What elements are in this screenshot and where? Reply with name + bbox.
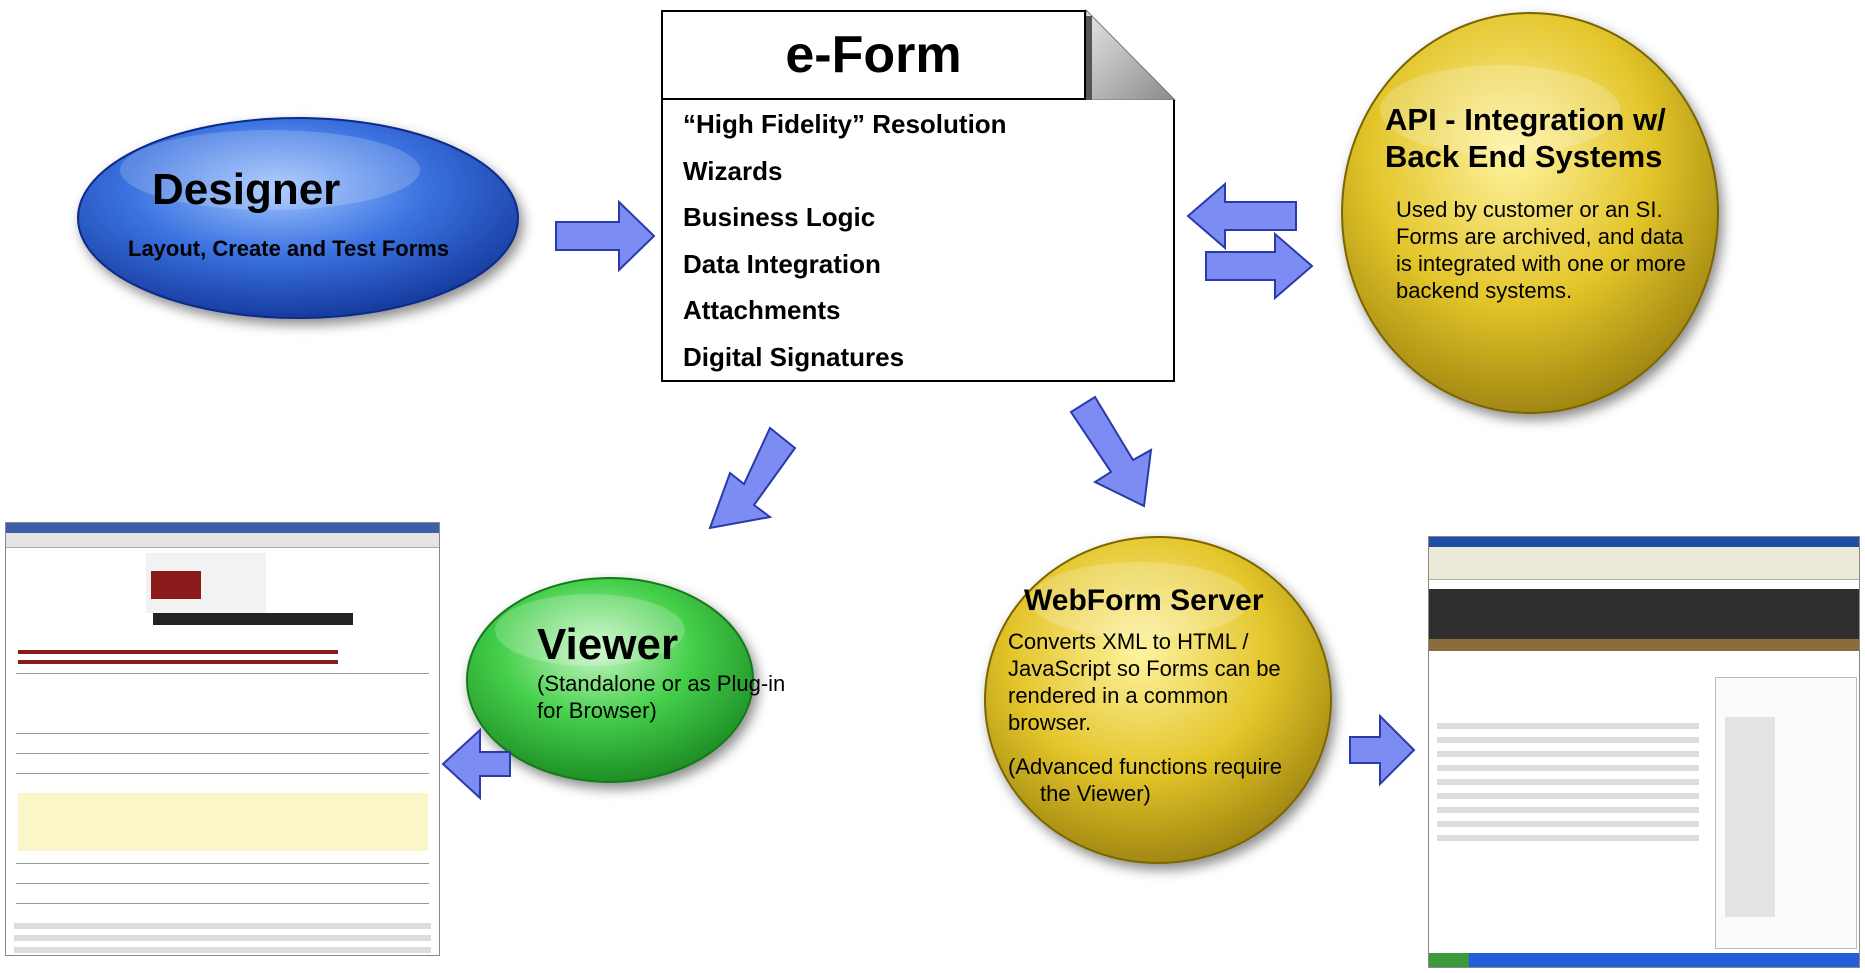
screenshot-taskbar (1429, 953, 1859, 967)
viewer-screenshot (5, 522, 440, 956)
api-title-line: API - Integration w/ (1385, 102, 1666, 137)
api-highlight (1380, 65, 1620, 155)
webform-description: Converts XML to HTML / JavaScript so For… (1008, 628, 1281, 736)
webform-title: WebForm Server (1024, 584, 1264, 617)
webform-description-line: rendered in a common (1008, 683, 1229, 708)
eform-title-box: e-Form (661, 10, 1086, 100)
webform-note-line: the Viewer) (1040, 781, 1151, 806)
api-circle (1341, 12, 1719, 414)
screenshot-titlebar (1429, 537, 1859, 547)
viewer-ellipse (466, 577, 754, 783)
webform-note-line: (Advanced functions require (1008, 754, 1282, 779)
arrow-api-to-eform (1186, 181, 1297, 251)
feature-item: Data Integration (683, 248, 881, 279)
arrow-webform-to-screenshot (1349, 713, 1416, 787)
screenshot-heading-bar (18, 650, 338, 654)
screenshot-app-header (1429, 589, 1859, 639)
arrow-eform-to-viewer (708, 426, 797, 530)
browser-screenshot (1428, 536, 1860, 968)
api-title: API - Integration w/ Back End Systems (1385, 101, 1666, 175)
eform-title: e-Form (785, 26, 962, 84)
screenshot-heading-bar (18, 660, 338, 664)
eform-feature-list: “High Fidelity” Resolution Wizards Busin… (683, 104, 1007, 383)
api-description: Used by customer or an SI. Forms are arc… (1396, 196, 1686, 304)
feature-item: Wizards (683, 155, 783, 186)
arrow-designer-to-eform (555, 199, 656, 273)
designer-highlight (120, 130, 420, 210)
screenshot-action-bar (153, 613, 353, 625)
feature-item: Attachments (683, 295, 841, 325)
api-title-line: Back End Systems (1385, 139, 1663, 174)
designer-ellipse (77, 117, 519, 319)
arrow-eform-to-api (1205, 231, 1314, 301)
api-description-line: is integrated with one or more (1396, 251, 1686, 276)
feature-item: Business Logic (683, 202, 876, 232)
api-description-line: Forms are archived, and data (1396, 224, 1684, 249)
viewer-description: (Standalone or as Plug-in for Browser) (537, 670, 785, 724)
webform-description-line: Converts XML to HTML / (1008, 629, 1249, 654)
screenshot-toolbar (6, 533, 439, 548)
webform-description-line: browser. (1008, 710, 1092, 735)
feature-item: Digital Signatures (683, 341, 905, 372)
screenshot-yellow-section (18, 793, 428, 851)
screenshot-titlebar (6, 523, 439, 533)
screenshot-start-button (1429, 953, 1469, 967)
screenshot-tab-bar (1429, 639, 1859, 651)
eform-fold (1085, 8, 1177, 101)
viewer-title: Viewer (537, 620, 679, 669)
feature-item: “High Fidelity” Resolution (683, 109, 1007, 139)
screenshot-steps-column (1725, 717, 1775, 917)
webform-description-line: JavaScript so Forms can be (1008, 656, 1281, 681)
webform-note: (Advanced functions require the Viewer) (1008, 753, 1282, 807)
webform-highlight (1030, 562, 1250, 638)
designer-subtitle: Layout, Create and Test Forms (128, 236, 450, 261)
screenshot-red-tab (151, 571, 201, 599)
screenshot-browser-toolbar (1429, 547, 1859, 580)
viewer-description-line: for Browser) (537, 698, 657, 723)
eform-feature-box: “High Fidelity” Resolution Wizards Busin… (661, 100, 1175, 382)
webform-circle (984, 536, 1332, 864)
viewer-highlight (495, 594, 685, 666)
api-description-line: Used by customer or an SI. (1396, 197, 1663, 222)
designer-title: Designer (152, 165, 341, 214)
arrow-eform-to-webform (1069, 395, 1153, 508)
arrow-viewer-to-screenshot (441, 727, 511, 801)
api-description-line: backend systems. (1396, 278, 1573, 303)
viewer-description-line: (Standalone or as Plug-in (537, 671, 786, 696)
